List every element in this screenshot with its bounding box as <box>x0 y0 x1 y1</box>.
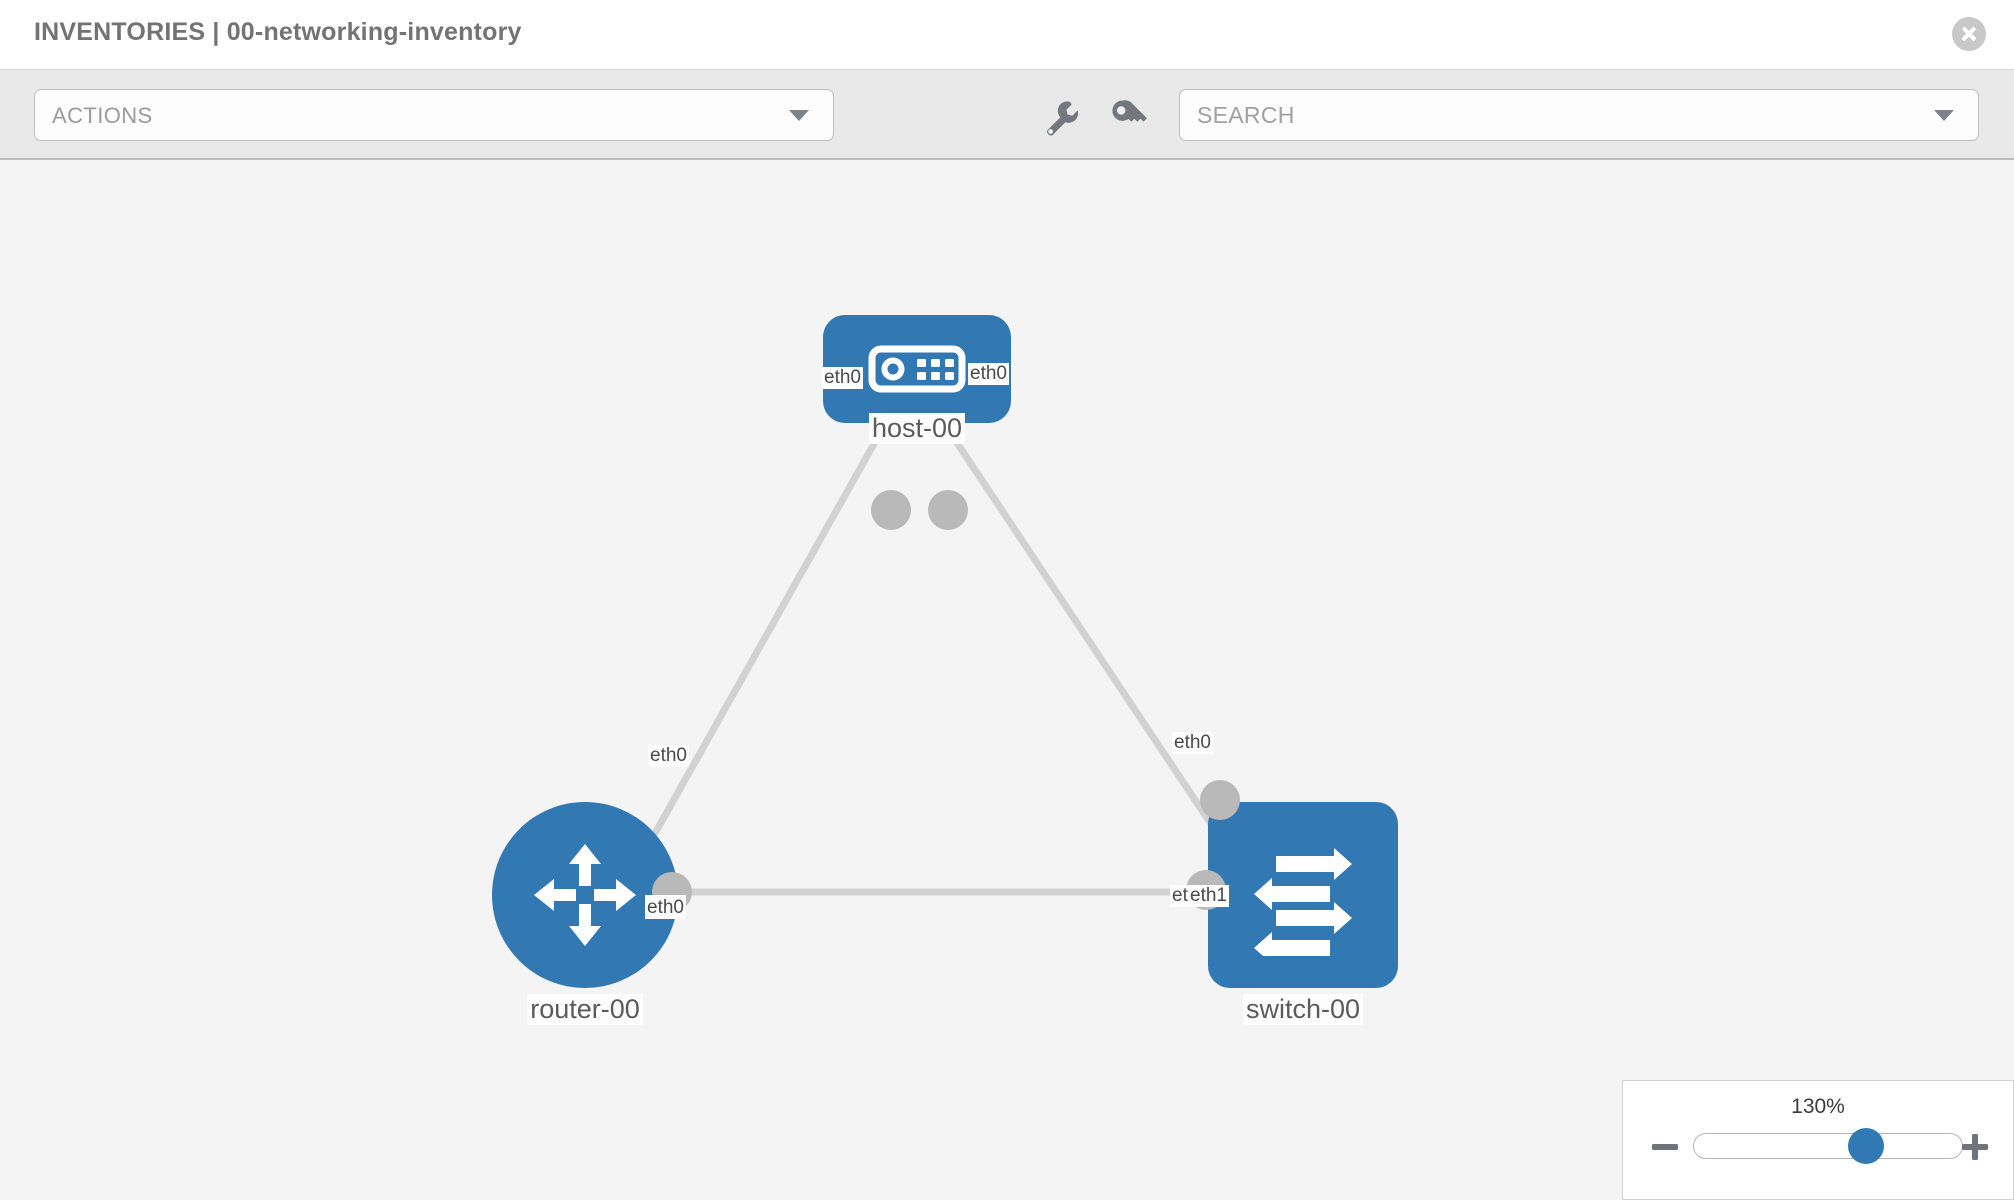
chevron-down-icon <box>789 110 809 121</box>
server-icon <box>868 345 966 393</box>
node-router-00[interactable]: router-00 <box>492 802 692 1025</box>
topology-canvas[interactable]: host-00 eth0 eth0 router-00 eth0 eth0 <box>0 160 2014 1200</box>
topology-links <box>636 408 1238 896</box>
host-00-port-nub-right[interactable] <box>928 490 968 530</box>
close-icon[interactable] <box>1952 17 1986 51</box>
switch-00-label: switch-00 <box>1242 994 1364 1025</box>
host-00-label: host-00 <box>868 413 966 444</box>
router-icon <box>534 844 636 946</box>
zoom-slider-thumb[interactable] <box>1847 1128 1884 1164</box>
search-placeholder: SEARCH <box>1197 102 1295 128</box>
host-00-port-nub-left[interactable] <box>871 490 911 530</box>
page-header: INVENTORIES | 00-networking-inventory <box>0 0 2014 70</box>
actions-dropdown-label: ACTIONS <box>52 103 153 128</box>
link-label-switch-00-left-b: eth1 <box>1188 885 1229 907</box>
switch-00-shape[interactable] <box>1208 802 1398 988</box>
link-label-router-00-up: eth0 <box>645 897 686 919</box>
page-title: INVENTORIES | 00-networking-inventory <box>34 18 522 46</box>
search-input[interactable]: SEARCH <box>1179 89 1979 141</box>
search-chevron-down-icon[interactable] <box>1934 110 1954 121</box>
zoom-in-button[interactable] <box>1959 1131 1991 1163</box>
node-host-00[interactable]: host-00 <box>823 315 1011 530</box>
toolbar: ACTIONS SEARCH <box>0 70 2014 160</box>
link-label-router-00-uplink: eth0 <box>648 745 689 767</box>
wrench-icon[interactable] <box>1038 94 1082 138</box>
link-label-host-00-right: eth0 <box>968 363 1009 385</box>
zoom-panel[interactable]: 130% <box>1622 1080 2014 1200</box>
switch-00-port-nub-top[interactable] <box>1200 780 1240 820</box>
zoom-slider[interactable] <box>1693 1128 1963 1164</box>
switch-icon <box>1254 848 1352 956</box>
link-label-switch-00-uplink: eth0 <box>1172 732 1213 754</box>
actions-dropdown[interactable]: ACTIONS <box>34 89 834 141</box>
node-switch-00[interactable]: switch-00 <box>1186 780 1398 1025</box>
router-00-label: router-00 <box>527 994 643 1025</box>
zoom-out-button[interactable] <box>1649 1131 1681 1163</box>
zoom-level-value: 130% <box>1791 1095 1845 1118</box>
link-label-host-00-left: eth0 <box>822 367 863 389</box>
key-icon[interactable] <box>1106 94 1150 138</box>
